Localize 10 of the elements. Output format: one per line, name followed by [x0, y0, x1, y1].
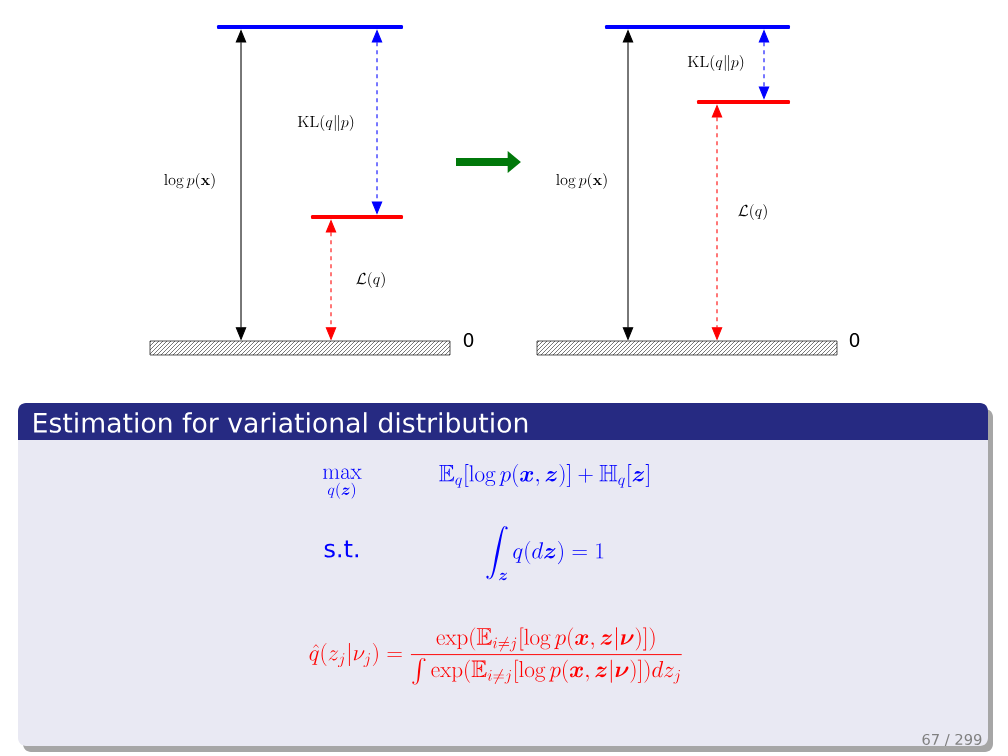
- edge-label: $\mathrm{KL}(q\|p)$: [685, 53, 747, 73]
- hatched-ground: [536, 340, 838, 356]
- zero-label: 0: [463, 332, 474, 348]
- edge-label: $\mathcal{L}(q)$: [736, 202, 770, 222]
- edge-label: $\mathrm{KL}(q\|p)$: [295, 113, 357, 133]
- edge-label: $\log p(\mathbf{x})$: [162, 171, 218, 191]
- hatched-ground: [149, 340, 451, 356]
- zero-label: 0: [849, 332, 860, 348]
- edge-label: $\log p(\mathbf{x})$: [554, 171, 610, 191]
- edge-label: $\mathcal{L}(q)$: [354, 270, 388, 290]
